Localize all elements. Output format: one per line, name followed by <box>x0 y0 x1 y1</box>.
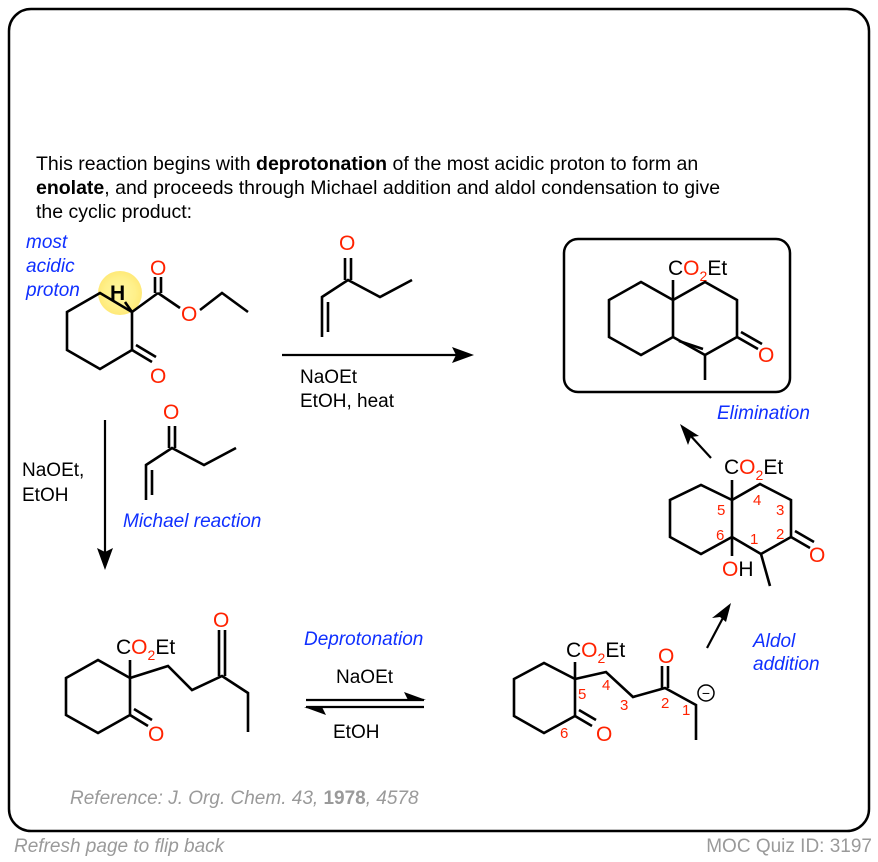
svg-text:4: 4 <box>753 492 761 509</box>
svg-text:O: O <box>658 645 674 668</box>
elimination-arrow <box>680 424 712 459</box>
svg-text:5: 5 <box>717 502 725 519</box>
intro-line-1: This reaction begins with deprotonation … <box>36 153 698 175</box>
svg-text:O: O <box>339 232 355 255</box>
svg-text:O: O <box>213 609 229 632</box>
svg-text:−: − <box>702 685 710 701</box>
proton-highlight <box>98 271 142 315</box>
svg-text:1: 1 <box>750 531 758 548</box>
most-acidic-proton-label: most acidic proton <box>25 232 80 301</box>
svg-text:2: 2 <box>661 695 669 712</box>
quiz-id: MOC Quiz ID: 3197 <box>706 836 872 857</box>
svg-text:O: O <box>150 257 166 280</box>
intro-line-3: the cyclic product: <box>36 201 192 223</box>
svg-text:CO2Et: CO2Et <box>116 636 175 663</box>
intro-line-2: enolate, and proceeds through Michael ad… <box>36 177 720 199</box>
svg-text:acidic: acidic <box>26 256 75 277</box>
svg-text:O: O <box>148 723 164 746</box>
svg-text:O: O <box>596 723 612 746</box>
ethyl-vinyl-ketone-left: O <box>144 401 237 500</box>
svg-text:O: O <box>758 344 774 367</box>
svg-text:5: 5 <box>578 686 586 703</box>
ethyl-vinyl-ketone-top: O <box>320 232 413 337</box>
direct-reaction-arrow <box>282 347 474 363</box>
forward-reagent: NaOEt <box>336 667 394 688</box>
svg-text:CO2Et: CO2Et <box>668 257 727 284</box>
negative-charge-icon <box>697 684 715 702</box>
michael-adduct: CO2Et O O <box>64 609 250 746</box>
svg-text:most: most <box>26 232 68 253</box>
svg-text:CO2Et: CO2Et <box>566 639 625 666</box>
michael-solvent: EtOH <box>22 485 68 506</box>
flip-back-hint: Refresh page to flip back <box>14 836 226 857</box>
svg-text:2: 2 <box>776 526 784 543</box>
enolate-intermediate: CO2Et O O − 1 2 3 4 5 6 <box>512 639 715 746</box>
svg-text:proton: proton <box>25 280 80 301</box>
svg-text:1: 1 <box>682 702 690 719</box>
svg-text:O: O <box>150 365 166 388</box>
equilibrium-arrows <box>304 692 426 715</box>
svg-text:O: O <box>163 401 179 424</box>
aldol-arrow <box>706 603 731 649</box>
michael-reagent: NaOEt, <box>22 460 84 481</box>
svg-text:CO2Et: CO2Et <box>724 456 783 483</box>
svg-text:4: 4 <box>602 677 610 694</box>
michael-reaction-label: Michael reaction <box>123 511 261 532</box>
direct-solvent: EtOH, heat <box>300 391 395 412</box>
svg-text:OH: OH <box>722 558 754 581</box>
final-product-box <box>562 237 792 394</box>
direct-reagent: NaOEt <box>300 367 358 388</box>
starting-ketoester: H O O O <box>65 257 249 388</box>
svg-text:H: H <box>110 282 125 305</box>
svg-text:6: 6 <box>716 527 724 544</box>
elimination-label: Elimination <box>717 403 810 424</box>
reference-citation: Reference: J. Org. Chem. 43, 1978, 4578 <box>70 788 419 809</box>
svg-text:O: O <box>809 544 825 567</box>
final-product-octalone: CO2Et O <box>607 257 774 380</box>
svg-text:6: 6 <box>560 725 568 742</box>
aldol-product: CO2Et OH O 1 2 3 4 5 6 <box>668 456 825 587</box>
deprotonation-label: Deprotonation <box>304 629 423 650</box>
svg-text:3: 3 <box>620 697 628 714</box>
reverse-reagent: EtOH <box>333 722 379 743</box>
michael-arrow <box>97 420 113 570</box>
svg-text:3: 3 <box>776 502 784 519</box>
svg-text:O: O <box>181 303 197 326</box>
aldol-label-line-1: Aldol <box>752 631 796 652</box>
aldol-label-line-2: addition <box>753 654 820 675</box>
quiz-card <box>7 7 871 833</box>
